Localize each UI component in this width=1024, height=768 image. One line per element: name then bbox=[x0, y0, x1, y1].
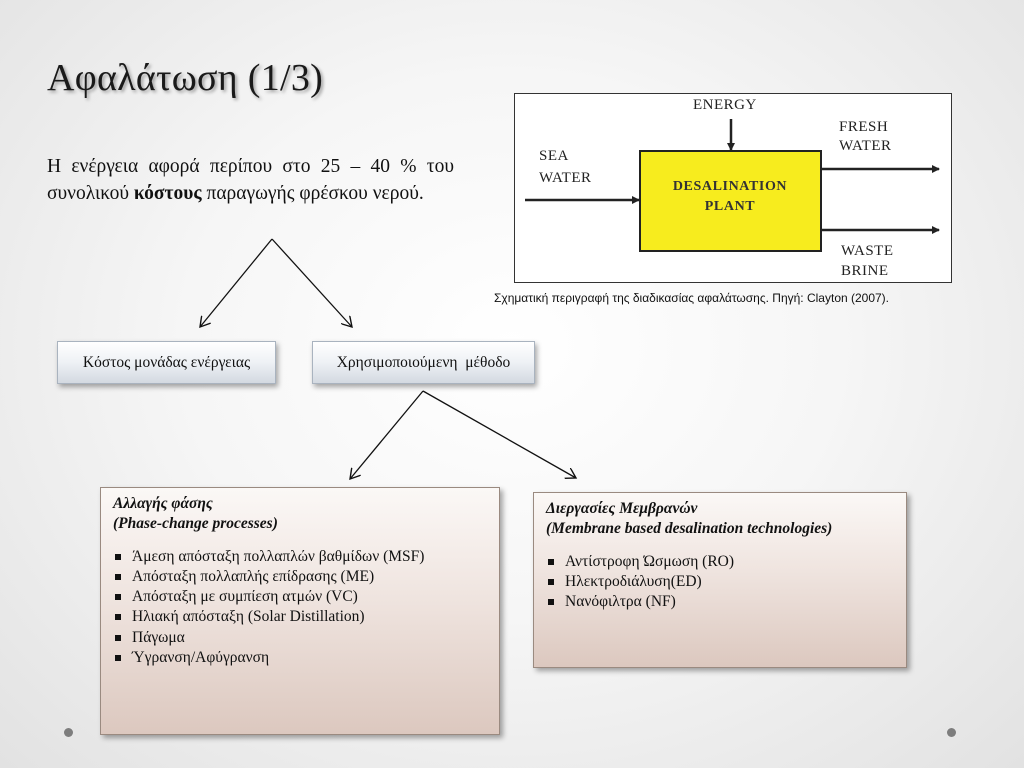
list-item: Ηλεκτροδιάλυση(ED) bbox=[546, 572, 894, 592]
waste-label: WASTE bbox=[841, 243, 894, 259]
membrane-box: Διεργασίες Μεμβρανών (Membrane based des… bbox=[533, 492, 907, 668]
fresh-label: FRESH bbox=[839, 119, 888, 135]
desalination-schematic: ENERGY SEA WATER FRESH WATER DESALINATIO… bbox=[514, 93, 952, 283]
figure-caption: Σχηματική περιγραφή της διαδικασίας αφαλ… bbox=[494, 291, 890, 305]
membrane-list: Αντίστροφη Ώσμωση (RO) Ηλεκτροδιάλυση(ED… bbox=[546, 552, 894, 613]
plant-label-line2: PLANT bbox=[705, 199, 756, 214]
schematic-svg: ENERGY SEA WATER FRESH WATER DESALINATIO… bbox=[525, 97, 940, 279]
arrow-to-unit-cost bbox=[200, 238, 273, 327]
list-item: Ύγρανση/Αφύγρανση bbox=[113, 648, 487, 668]
intro-paragraph: Η ενέργεια αφορά περίπου στο 25 – 40 % τ… bbox=[47, 153, 454, 207]
list-item: Άμεση απόσταξη πολλαπλών βαθμίδων (MSF) bbox=[113, 547, 487, 567]
list-item: Ηλιακή απόσταξη (Solar Distillation) bbox=[113, 607, 487, 627]
plant-box bbox=[639, 150, 822, 252]
intro-text-part1: Η ενέργεια αφορά περίπου στο 25 – 40 % τ… bbox=[47, 156, 454, 204]
decorative-dot-right bbox=[947, 728, 956, 737]
list-item: Απόσταξη πολλαπλής επίδρασης (ME) bbox=[113, 567, 487, 587]
plant-label-line1: DESALINATION bbox=[673, 179, 787, 194]
method-used-label: Χρησιμοποιούμενη μέθοδο bbox=[336, 353, 511, 371]
phase-change-title: Αλλαγής φάσης bbox=[113, 495, 213, 512]
brine-label: BRINE bbox=[841, 263, 889, 279]
intro-text-part2: παραγωγής φρέσκου νερού. bbox=[201, 183, 424, 204]
sea-water-label: WATER bbox=[539, 170, 592, 186]
list-item: Απόσταξη με συμπίεση ατμών (VC) bbox=[113, 587, 487, 607]
membrane-title: Διεργασίες Μεμβρανών bbox=[546, 500, 698, 517]
arrow-to-phase-change bbox=[350, 390, 424, 479]
energy-label: ENERGY bbox=[693, 97, 757, 113]
list-item: Πάγωμα bbox=[113, 628, 487, 648]
unit-energy-cost-label: Κόστος μονάδας ενέργειας bbox=[82, 353, 251, 371]
phase-change-subtitle: (Phase-change processes) bbox=[113, 515, 278, 533]
phase-change-box: Αλλαγής φάσης (Phase-change processes) Ά… bbox=[100, 487, 500, 735]
phase-change-list: Άμεση απόσταξη πολλαπλών βαθμίδων (MSF) … bbox=[113, 547, 487, 669]
method-used-box: Χρησιμοποιούμενη μέθοδο bbox=[312, 341, 535, 384]
list-item: Νανόφιλτρα (NF) bbox=[546, 592, 894, 612]
list-item: Αντίστροφη Ώσμωση (RO) bbox=[546, 552, 894, 572]
slide-title: Αφαλάτωση (1/3) bbox=[47, 57, 324, 99]
unit-energy-cost-box: Κόστος μονάδας ενέργειας bbox=[57, 341, 276, 384]
arrow-to-membrane bbox=[422, 390, 576, 478]
arrow-to-method bbox=[271, 238, 352, 327]
fresh-water-label: WATER bbox=[839, 138, 892, 154]
membrane-subtitle: (Membrane based desalination technologie… bbox=[546, 520, 833, 538]
intro-bold-word: κόστους bbox=[133, 183, 202, 204]
decorative-dot-left bbox=[64, 728, 73, 737]
sea-label: SEA bbox=[539, 148, 569, 164]
